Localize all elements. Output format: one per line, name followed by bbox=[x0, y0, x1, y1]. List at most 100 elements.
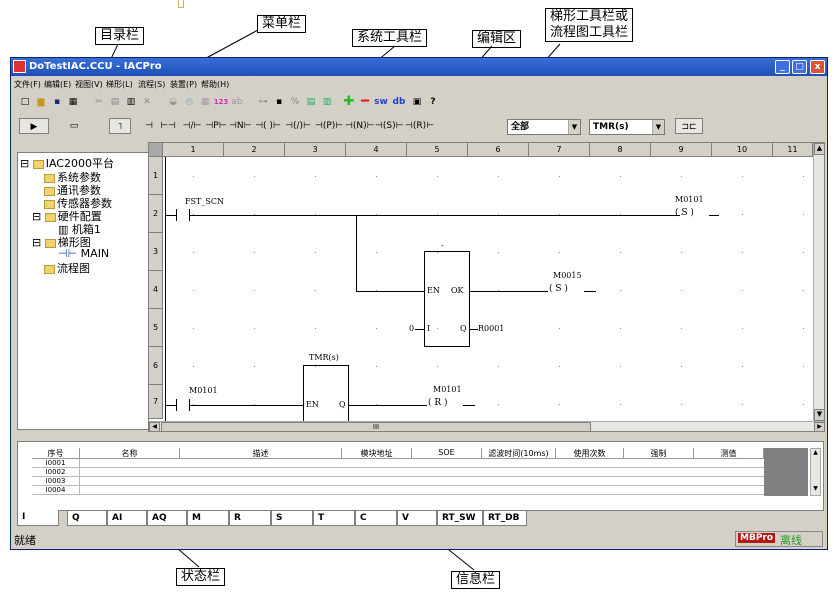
chevron-down-icon: ▼ bbox=[652, 120, 664, 134]
tab-c[interactable]: C bbox=[355, 510, 397, 526]
type-select[interactable]: TMR(s) ▼ bbox=[589, 119, 665, 135]
tree-item-flow[interactable]: 流程图 bbox=[44, 260, 90, 276]
number-icon[interactable]: 123 bbox=[213, 98, 229, 106]
tab-aq[interactable]: AQ bbox=[147, 510, 187, 526]
table-row[interactable]: I0004 bbox=[32, 486, 80, 495]
grid-icon[interactable]: ▦ bbox=[200, 97, 210, 107]
block-insert-button[interactable]: ⊐⊏ bbox=[675, 118, 703, 134]
tab-r[interactable]: R bbox=[229, 510, 271, 526]
maximize-button[interactable]: □ bbox=[792, 60, 807, 74]
info-header: 滤波时间(10ms) bbox=[482, 448, 556, 459]
save-icon[interactable]: ▪ bbox=[53, 97, 61, 107]
close-button[interactable]: x bbox=[810, 60, 825, 74]
tree-item-comm-params[interactable]: 通讯参数 bbox=[44, 182, 101, 198]
reset-coil-button[interactable]: ⊣(R)⊢ bbox=[405, 121, 434, 131]
percent-icon[interactable]: % bbox=[290, 97, 300, 107]
n-coil-button[interactable]: ⊣(N)⊢ bbox=[345, 121, 375, 131]
table2-icon[interactable]: ▥ bbox=[322, 97, 332, 107]
grid-dot bbox=[742, 328, 743, 329]
column-header: 11 bbox=[773, 143, 813, 157]
menu-view[interactable]: 视图(V) bbox=[75, 80, 103, 89]
tree-item-system-params[interactable]: 系统参数 bbox=[44, 169, 101, 185]
ladder-editor[interactable]: 1 2 3 4 5 6 7 8 9 10 11 1 2 3 4 5 6 7 FS… bbox=[148, 142, 825, 432]
scroll-down-icon[interactable]: ▼ bbox=[814, 409, 824, 421]
function-block[interactable] bbox=[424, 251, 470, 347]
print-preview-icon[interactable]: ▦ bbox=[68, 97, 78, 107]
nc-coil-button[interactable]: ⊣(/)⊢ bbox=[285, 121, 311, 131]
tree-item-ladder[interactable]: ⊟ 梯形图 bbox=[32, 236, 91, 249]
tab-s[interactable]: S bbox=[271, 510, 313, 526]
compile-icon[interactable]: ◒ bbox=[169, 97, 177, 107]
db-icon[interactable]: db bbox=[392, 97, 406, 107]
sw-icon[interactable]: sw bbox=[374, 97, 388, 107]
horizontal-scrollbar[interactable]: ◀ III ▶ bbox=[149, 421, 824, 431]
scroll-left-icon[interactable]: ◀ bbox=[149, 422, 160, 431]
p-contact-button[interactable]: ⊣P⊢ bbox=[205, 121, 227, 131]
copy-icon[interactable]: ▤ bbox=[110, 97, 120, 107]
grid-dot bbox=[376, 404, 377, 405]
tree-item-chassis[interactable]: ▥ 机箱1 bbox=[58, 221, 101, 237]
scroll-up-icon[interactable]: ▲ bbox=[813, 449, 818, 456]
search-icon[interactable]: ◎ bbox=[185, 97, 193, 107]
scroll-thumb[interactable]: III bbox=[161, 422, 591, 431]
app-icon bbox=[13, 60, 26, 73]
tab-q[interactable]: Q bbox=[67, 510, 107, 526]
add-icon[interactable]: ✚ bbox=[343, 94, 355, 109]
module-icon[interactable]: ▪ bbox=[275, 97, 283, 107]
menu-file[interactable]: 文件(F) bbox=[14, 80, 41, 89]
open-folder-icon[interactable]: ▆ bbox=[37, 97, 45, 107]
nc-contact-button[interactable]: ⊣/⊢ bbox=[182, 121, 202, 131]
print-icon[interactable]: ▣ bbox=[412, 97, 422, 107]
link-icon[interactable]: ⊶ bbox=[258, 97, 268, 107]
no-contact-button[interactable]: ⊢⊣ bbox=[160, 121, 176, 131]
grid-dot bbox=[315, 328, 316, 329]
grid-dot bbox=[803, 252, 804, 253]
scroll-thumb-grip: III bbox=[372, 423, 380, 431]
text-icon[interactable]: ab bbox=[231, 97, 243, 107]
wire-tool-button[interactable]: ⊣ bbox=[145, 121, 153, 131]
coil-button[interactable]: ⊣( )⊢ bbox=[255, 121, 281, 131]
table-row[interactable]: I0001 bbox=[32, 459, 80, 468]
remove-icon[interactable]: ━ bbox=[361, 94, 369, 109]
menu-device[interactable]: 装置(P) bbox=[170, 80, 198, 89]
menu-ladder[interactable]: 梯形(L) bbox=[106, 80, 133, 89]
vertical-scrollbar[interactable]: ▲ ▼ bbox=[813, 143, 824, 421]
menu-edit[interactable]: 编辑(E) bbox=[44, 80, 72, 89]
pointer-tool-button[interactable]: ▶ bbox=[19, 118, 49, 134]
grid-dot bbox=[620, 366, 621, 367]
tab-ai[interactable]: AI bbox=[107, 510, 147, 526]
new-file-icon[interactable]: □ bbox=[20, 97, 30, 107]
set-coil-button[interactable]: ⊣(S)⊢ bbox=[375, 121, 404, 131]
p-coil-button[interactable]: ⊣(P)⊢ bbox=[315, 121, 344, 131]
minimize-button[interactable]: _ bbox=[775, 60, 790, 74]
delete-icon[interactable]: ✕ bbox=[143, 97, 151, 107]
table-icon[interactable]: ▤ bbox=[306, 97, 316, 107]
menu-flow[interactable]: 流程(S) bbox=[138, 80, 166, 89]
n-contact-button[interactable]: ⊣N⊢ bbox=[229, 121, 252, 131]
tree-item-main[interactable]: ⊣⊢ MAIN bbox=[58, 247, 109, 260]
tab-v[interactable]: V bbox=[397, 510, 437, 526]
table-row[interactable]: I0002 bbox=[32, 468, 80, 477]
timer-block[interactable] bbox=[303, 365, 349, 425]
branch-tool-button[interactable]: ˥ bbox=[109, 118, 131, 134]
tab-rt-sw[interactable]: RT_SW bbox=[437, 510, 483, 526]
scroll-down-icon[interactable]: ▼ bbox=[813, 485, 818, 492]
corner-header bbox=[149, 143, 163, 157]
scroll-up-icon[interactable]: ▲ bbox=[814, 143, 824, 155]
help-icon[interactable]: ? bbox=[430, 97, 436, 107]
tab-rt-db[interactable]: RT_DB bbox=[483, 510, 527, 526]
tab-m[interactable]: M bbox=[187, 510, 229, 526]
table-row[interactable]: I0003 bbox=[32, 477, 80, 486]
scope-select[interactable]: 全部 ▼ bbox=[507, 119, 581, 135]
cut-icon[interactable]: ✂ bbox=[95, 97, 103, 107]
tab-i[interactable]: I bbox=[17, 510, 59, 526]
tab-t[interactable]: T bbox=[313, 510, 355, 526]
paste-icon[interactable]: ▥ bbox=[126, 97, 136, 107]
info-scrollbar[interactable]: ▲ ▼ bbox=[810, 448, 821, 496]
select-box-tool-button[interactable]: ▭ bbox=[69, 121, 79, 131]
tree-item-hardware[interactable]: ⊟ 硬件配置 bbox=[32, 210, 102, 223]
scroll-right-icon[interactable]: ▶ bbox=[814, 422, 824, 431]
tree-item-sensor-params[interactable]: 传感器参数 bbox=[44, 195, 112, 211]
tree-root[interactable]: ⊟ IAC2000平台 bbox=[20, 157, 114, 170]
menu-help[interactable]: 帮助(H) bbox=[201, 80, 230, 89]
